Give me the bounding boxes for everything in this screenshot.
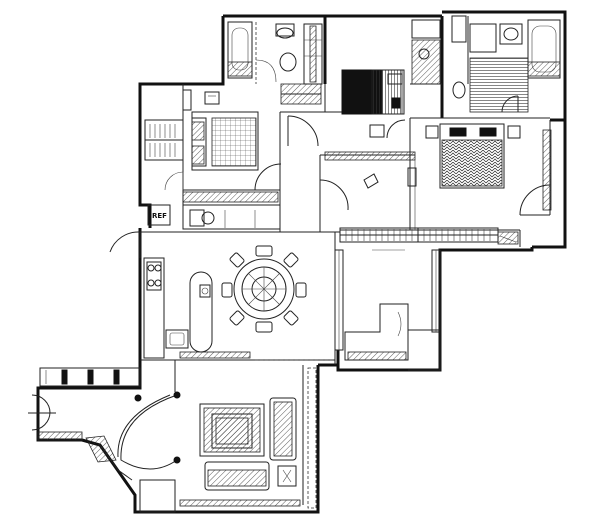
kitchen-dining: REF bbox=[109, 204, 335, 361]
bedroom-master bbox=[425, 123, 552, 245]
hallway-doors bbox=[254, 83, 349, 211]
living-room bbox=[28, 367, 317, 513]
bathroom-top-left bbox=[227, 21, 323, 85]
balcony-right bbox=[334, 249, 441, 371]
bathroom-top-right bbox=[411, 15, 561, 113]
bedroom-left bbox=[144, 89, 281, 230]
fridge-label: REF bbox=[152, 212, 167, 220]
bedroom-middle bbox=[324, 69, 417, 230]
wardrobe-strip bbox=[339, 227, 499, 243]
